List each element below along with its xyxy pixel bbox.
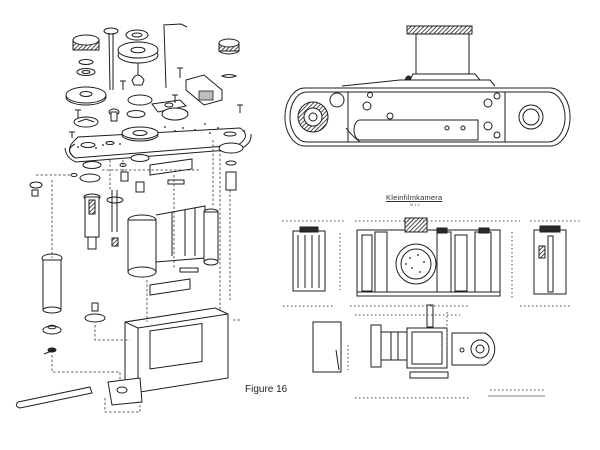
rangefinder-housing-part xyxy=(185,74,223,106)
figure-label: Figure 16 xyxy=(245,384,288,395)
shaft-part xyxy=(106,190,124,247)
spring-disk-part xyxy=(65,86,107,128)
camera-top-view xyxy=(284,25,571,147)
section-plate xyxy=(282,217,580,399)
baseplate-section xyxy=(312,321,342,373)
winding-knob-part xyxy=(72,34,100,76)
screws xyxy=(69,67,243,138)
film-cassette-part xyxy=(41,253,63,355)
lens-mount-section xyxy=(370,304,449,379)
main-section xyxy=(356,217,501,297)
dimension-lines xyxy=(282,220,580,399)
under-plate-parts xyxy=(29,142,244,197)
take-up-spool-part xyxy=(83,193,101,250)
exploded-view xyxy=(15,23,252,413)
film-gate-part xyxy=(127,205,219,296)
lever-part xyxy=(162,23,188,89)
rewind-rod-part xyxy=(103,27,119,91)
top-plate-part xyxy=(64,107,252,163)
plate-title: Kleinfilmkamera xyxy=(386,193,443,202)
small-parts xyxy=(108,94,188,122)
rewind-knob-part xyxy=(218,38,240,78)
left-section xyxy=(292,226,326,292)
assembly-lines xyxy=(36,140,240,413)
plate-subtitle: M 1:1 xyxy=(410,202,421,207)
shutter-dial-part xyxy=(117,29,159,86)
chassis-part xyxy=(15,302,229,409)
cam-section xyxy=(451,332,496,366)
right-section xyxy=(533,225,567,295)
